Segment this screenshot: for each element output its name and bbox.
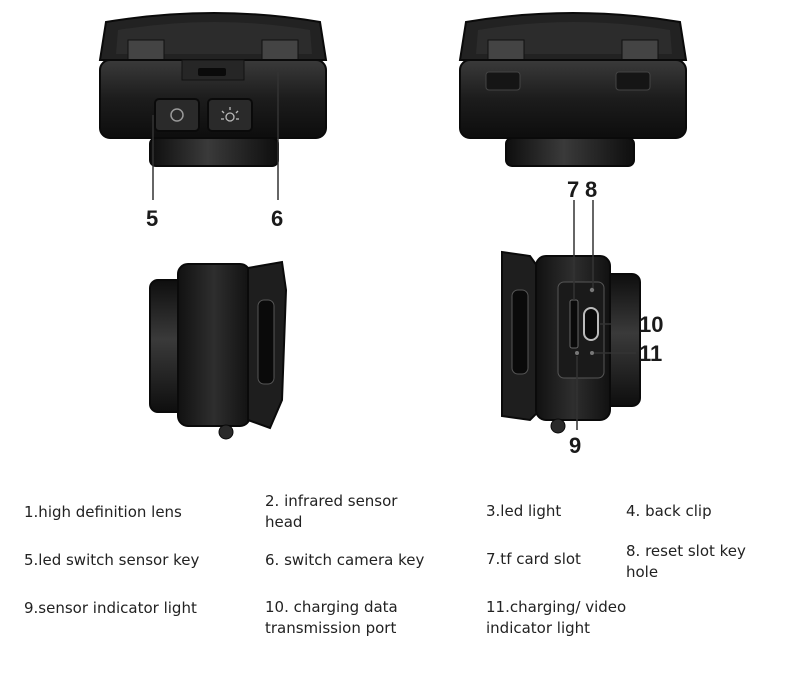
legend-item-9: 9.sensor indicator light [24, 599, 197, 617]
side-view-left [149, 260, 288, 440]
legend-item-6: 6. switch camera key [265, 551, 425, 569]
lens-top-left [149, 137, 279, 167]
indicator-light-9 [575, 351, 579, 355]
sensor-slot [198, 68, 226, 76]
callout-9: 9 [569, 433, 581, 458]
button-nub-left [218, 424, 234, 440]
tf-card-slot [569, 299, 579, 349]
usb-c-port [583, 307, 599, 341]
camera-switch-key [207, 98, 253, 132]
legend-item-11: 11.charging/ video indicator light [486, 598, 627, 637]
callout-7: 7 [567, 177, 579, 202]
legend-item-5: 5.led switch sensor key [24, 551, 200, 569]
top-front-view: 5 6 [98, 12, 328, 231]
callout-11: 11 [639, 341, 662, 366]
led-switch-key [154, 98, 200, 132]
legend-item-10: 10. charging data transmission port [265, 598, 398, 637]
legend-item-8: 8. reset slot key hole [626, 542, 746, 581]
callout-5: 5 [146, 206, 158, 231]
legend-item-4: 4. back clip [626, 502, 712, 520]
top-back-view [458, 12, 688, 167]
camera-body-side-left [177, 263, 251, 427]
legend-item-2: 2. infrared sensor head [265, 492, 398, 531]
legend-item-1: 1.high definition lens [24, 503, 182, 521]
reset-hole [589, 287, 595, 293]
legend-item-7: 7.tf card slot [486, 550, 581, 568]
callout-8: 8 [585, 177, 597, 202]
legend-item-3: 3.led light [486, 502, 562, 520]
callout-10: 10 [639, 312, 663, 337]
indicator-light-11 [590, 351, 594, 355]
button-nub-right [550, 418, 566, 434]
product-diagram: 5 6 7 [98, 12, 688, 458]
lens-top-right [505, 137, 635, 167]
side-view-right: 7 8 10 11 9 [501, 177, 663, 458]
callout-6: 6 [271, 206, 283, 231]
